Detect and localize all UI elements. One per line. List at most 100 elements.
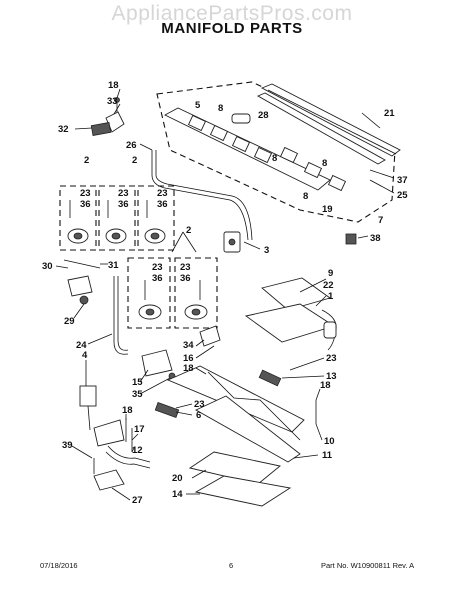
tube-part-24 <box>117 276 129 351</box>
callout-11: 11 <box>322 450 333 461</box>
callout-1: 1 <box>328 291 334 302</box>
manifold-bar <box>164 107 331 191</box>
callout-8-mid: 8 <box>272 153 277 164</box>
callout-18-right: 18 <box>320 380 331 391</box>
callout-18-center: 18 <box>183 363 194 374</box>
callout-29: 29 <box>64 316 75 327</box>
callout-8-right: 8 <box>322 158 327 169</box>
footer-part-number: Part No. W10900811 Rev. A <box>321 561 415 570</box>
callout-36-box5: 36 <box>180 273 191 284</box>
clip-part-38 <box>345 233 357 245</box>
igniter-part-6 <box>154 401 180 419</box>
callout-10: 10 <box>324 436 335 447</box>
callout-30: 30 <box>42 261 53 272</box>
burner-4 <box>138 280 162 320</box>
burner-1 <box>67 200 89 244</box>
callout-12: 12 <box>132 445 143 456</box>
callout-2-lower: 2 <box>186 225 191 236</box>
valve-part-15 <box>141 349 173 377</box>
igniter-part-13 <box>258 369 282 387</box>
callout-17: 17 <box>134 424 145 435</box>
callout-9: 9 <box>328 268 333 279</box>
manifold-assembly-group <box>156 81 401 245</box>
callout-8-top: 8 <box>218 103 223 114</box>
callout-labels: 18 33 32 26 2 23 36 2 23 36 23 36 5 8 28… <box>42 80 408 506</box>
callout-28: 28 <box>258 110 269 121</box>
callout-14: 14 <box>172 489 183 500</box>
wire-part-31 <box>63 259 101 269</box>
right-middle-parts <box>244 277 337 351</box>
plate-part-14 <box>194 475 292 507</box>
callout-23-box5: 23 <box>180 262 191 273</box>
callout-23-box3: 23 <box>157 188 168 199</box>
callout-23-center: 23 <box>194 399 205 410</box>
burner-box-group-bottom <box>127 257 218 329</box>
watermark: AppliancePartsPros.com <box>111 2 353 25</box>
plate-part-32 <box>90 122 112 136</box>
burner-5 <box>184 280 208 320</box>
callout-15: 15 <box>132 377 143 388</box>
footer-page-number: 6 <box>229 561 234 570</box>
burner-box-4 <box>127 257 171 329</box>
burner-3 <box>144 200 166 244</box>
callout-33: 33 <box>107 96 118 107</box>
callout-27: 27 <box>132 495 143 506</box>
callout-23-box2: 23 <box>118 188 129 199</box>
callout-7: 7 <box>378 215 383 226</box>
bracket-part-27 <box>93 469 125 491</box>
callout-2-mid: 2 <box>132 155 137 166</box>
bracket-part-30 <box>67 275 93 297</box>
burner-2 <box>105 200 127 244</box>
regulator-part-3 <box>223 231 241 253</box>
bottom-left-parts <box>79 385 151 491</box>
callout-34: 34 <box>183 340 194 351</box>
callout-5: 5 <box>195 100 201 111</box>
callout-31: 31 <box>108 260 119 271</box>
callout-36-box3: 36 <box>157 199 168 210</box>
callout-23-box1: 23 <box>80 188 91 199</box>
callout-38: 38 <box>370 233 381 244</box>
screw-part-29 <box>79 295 89 305</box>
callout-22: 22 <box>323 280 334 291</box>
callout-36-box4: 36 <box>152 273 163 284</box>
callout-21: 21 <box>384 108 395 119</box>
page-title: MANIFOLD PARTS <box>161 20 303 37</box>
callout-4: 4 <box>82 350 88 361</box>
bottom-plates <box>188 451 292 507</box>
bracket-strip <box>256 92 386 165</box>
bracket-part-9 <box>261 277 332 311</box>
top-left-parts <box>90 97 253 241</box>
callout-23-box4: 23 <box>152 262 163 273</box>
burner-tube-part-11 <box>195 395 301 463</box>
bottom-manifold-assembly <box>141 325 317 463</box>
callout-32: 32 <box>58 124 69 135</box>
tube-part-26 <box>151 150 249 241</box>
callout-39: 39 <box>62 440 73 451</box>
valve-row <box>187 114 347 192</box>
footer-date: 07/18/2016 <box>40 561 78 570</box>
callout-3: 3 <box>264 245 269 256</box>
rail-part-21 <box>260 83 401 157</box>
burner-box-5 <box>174 257 218 329</box>
manifold-tube-part-10 <box>166 365 305 433</box>
callout-26: 26 <box>126 140 137 151</box>
callout-19: 19 <box>322 204 333 215</box>
callout-2-left: 2 <box>84 155 89 166</box>
callout-23-right: 23 <box>326 353 337 364</box>
bracket-part-4 <box>79 385 97 407</box>
callout-35: 35 <box>132 389 143 400</box>
valve-part-4 <box>93 419 125 447</box>
valve-part-28 <box>231 113 251 124</box>
callout-13: 13 <box>326 371 337 382</box>
callout-6: 6 <box>196 410 201 421</box>
callout-18-left: 18 <box>122 405 133 416</box>
burner-box-group-top <box>59 185 175 251</box>
callout-37: 37 <box>397 175 408 186</box>
leader-lines <box>55 88 395 501</box>
callout-36-box2: 36 <box>118 199 129 210</box>
callout-20: 20 <box>172 473 183 484</box>
shield-part-22 <box>244 303 336 343</box>
tube-part-12 <box>107 445 151 463</box>
callout-8-bottom: 8 <box>303 191 308 202</box>
